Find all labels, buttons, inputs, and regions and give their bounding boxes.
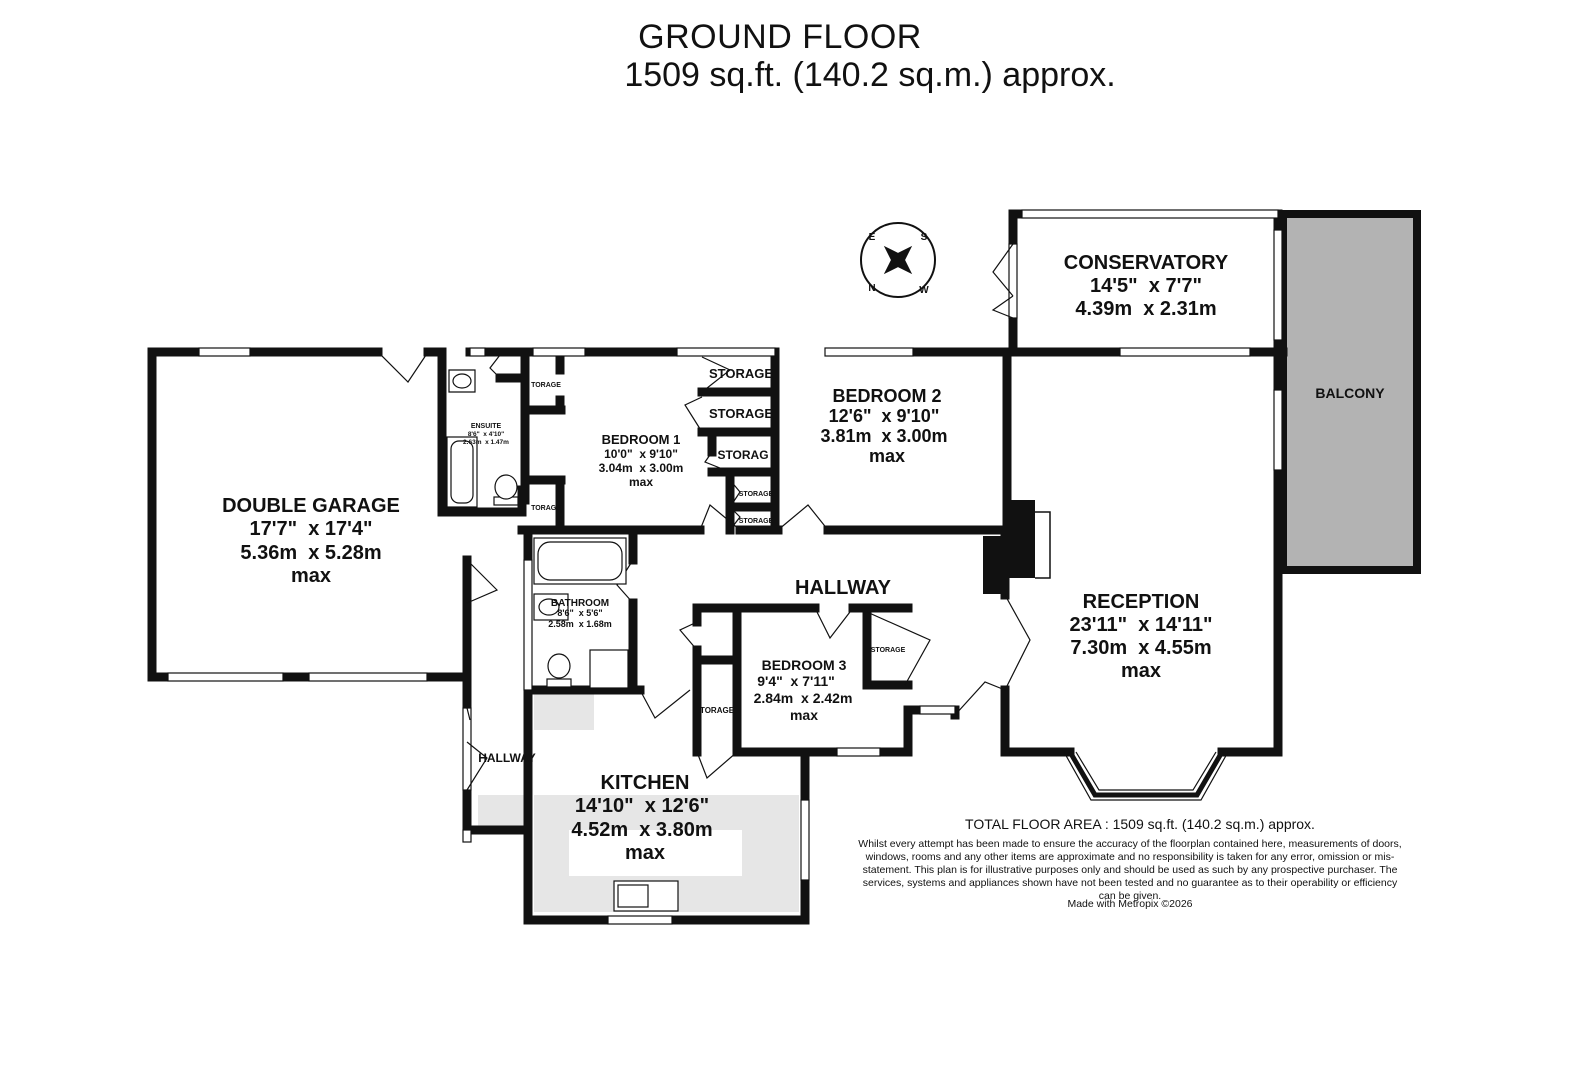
room-name: BEDROOM 3 — [762, 657, 847, 673]
compass-south: S — [921, 232, 928, 243]
room-imperial: 8'6" x 4'10" — [468, 431, 504, 438]
floor-title: GROUND FLOOR — [638, 18, 922, 56]
room-kitchen: KITCHEN 14'10" x 12'6" 4.52m x 3.80m max — [571, 772, 712, 864]
room-metric: 3.04m x 3.00m — [599, 461, 684, 475]
bathroom-wc-cistern — [546, 678, 572, 688]
sanitary-fixtures — [446, 369, 679, 912]
compass-rose: N E S W — [860, 222, 936, 298]
storage-label: TORAGE — [531, 382, 561, 389]
room-note: max — [790, 707, 818, 723]
storage-label: STORAGE — [709, 366, 773, 381]
fireplace — [983, 500, 1051, 594]
room-name: DOUBLE GARAGE — [222, 495, 400, 517]
disclaimer: Whilst every attempt has been made to en… — [858, 838, 1402, 902]
room-conservatory: CONSERVATORY 14'5" x 7'7" 4.39m x 2.31m — [1064, 252, 1229, 320]
room-reception: RECEPTION 23'11" x 14'11" 7.30m x 4.55m … — [1069, 591, 1212, 682]
storage-label: TORAGE — [700, 706, 735, 715]
room-imperial: 9'4" x 7'11" — [757, 673, 835, 689]
room-metric: 5.36m x 5.28m — [240, 542, 381, 564]
total-floor-area: TOTAL FLOOR AREA : 1509 sq.ft. (140.2 sq… — [965, 816, 1315, 832]
storage-label: STORAGE — [739, 518, 774, 525]
room-ensuite: ENSUITE 8'6" x 4'10" 2.63m x 1.47m — [463, 423, 509, 446]
room-name: RECEPTION — [1083, 591, 1200, 613]
room-metric: 4.52m x 3.80m — [571, 819, 712, 841]
storage-label: STORAGE — [871, 647, 906, 654]
room-note: max — [1121, 660, 1161, 682]
room-name: ENSUITE — [471, 423, 502, 430]
room-hallway-side: HALLWAY — [478, 751, 536, 765]
room-imperial: 17'7" x 17'4" — [249, 518, 372, 540]
room-hallway-main: HALLWAY — [795, 577, 892, 599]
floor-area: 1509 sq.ft. (140.2 sq.m.) approx. — [624, 56, 1116, 94]
storage-label: STORAG — [717, 448, 768, 462]
room-metric: 2.58m x 1.68m — [548, 619, 612, 629]
compass-west: W — [919, 285, 929, 296]
room-bedroom-1: BEDROOM 1 10'0" x 9'10" 3.04m x 3.00m ma… — [599, 432, 684, 489]
kitchen-worktops — [478, 693, 799, 912]
storage-labels: TORAGE TORAGE STORAGE STORAGE STORAG STO… — [531, 366, 905, 715]
room-note: max — [629, 475, 653, 489]
room-name: CONSERVATORY — [1064, 252, 1229, 274]
compass-north: N — [868, 283, 875, 294]
room-name: KITCHEN — [601, 772, 690, 794]
room-imperial: 23'11" x 14'11" — [1069, 614, 1212, 636]
room-bedroom-2: BEDROOM 2 12'6" x 9'10" 3.81m x 3.00m ma… — [820, 386, 947, 466]
room-metric: 2.63m x 1.47m — [463, 439, 509, 446]
storage-label: STORAGE — [739, 491, 774, 498]
room-name: BEDROOM 1 — [602, 432, 681, 447]
room-metric: 7.30m x 4.55m — [1070, 637, 1211, 659]
room-imperial: 10'0" x 9'10" — [604, 447, 678, 461]
room-imperial: 8'6" x 5'6" — [557, 608, 602, 618]
compass-east: E — [869, 232, 876, 243]
room-note: max — [625, 842, 665, 864]
balcony-label: BALCONY — [1315, 385, 1385, 401]
room-name: BEDROOM 2 — [832, 386, 941, 406]
storage-label: TORAGE — [531, 505, 561, 512]
balcony-area — [1279, 210, 1421, 574]
room-double-garage: DOUBLE GARAGE 17'7" x 17'4" 5.36m x 5.28… — [222, 495, 400, 587]
credit: Made with Metropix ©2026 — [1067, 898, 1193, 910]
room-name: BATHROOM — [551, 598, 609, 609]
door-swings — [377, 243, 1031, 791]
room-metric: 2.84m x 2.42m — [754, 690, 853, 706]
storage-label: STORAGE — [709, 406, 773, 421]
room-metric: 4.39m x 2.31m — [1075, 298, 1216, 320]
room-note: max — [291, 565, 331, 587]
room-bathroom: BATHROOM 8'6" x 5'6" 2.58m x 1.68m — [548, 598, 612, 629]
shower-tray — [589, 649, 629, 689]
room-metric: 3.81m x 3.00m — [820, 426, 947, 446]
bay-window — [1063, 750, 1229, 801]
room-imperial: 12'6" x 9'10" — [829, 406, 940, 426]
walls — [147, 209, 1288, 925]
room-bedroom-3: BEDROOM 3 9'4" x 7'11" 2.84m x 2.42m max — [754, 657, 853, 723]
room-imperial: 14'5" x 7'7" — [1090, 275, 1202, 297]
room-note: max — [869, 446, 905, 466]
room-imperial: 14'10" x 12'6" — [575, 795, 709, 817]
